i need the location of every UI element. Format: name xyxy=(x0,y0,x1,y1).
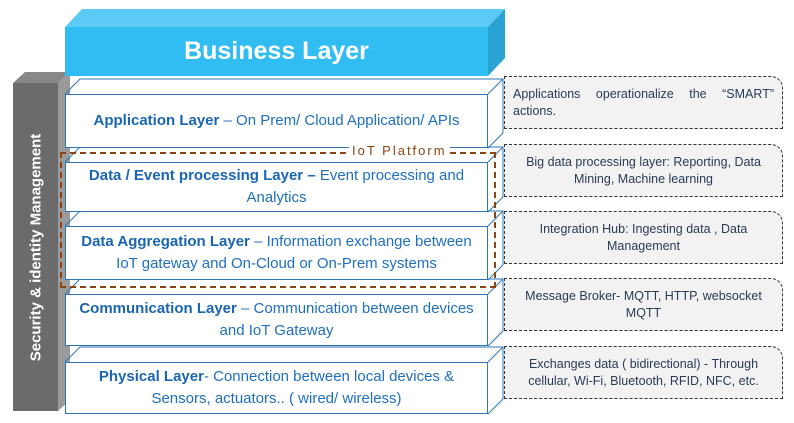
layer-title: Data / Event processing Layer – xyxy=(88,167,316,184)
data-aggregation-layer: Data Aggregation Layer – Information exc… xyxy=(65,226,488,280)
security-bar-top xyxy=(13,72,70,83)
business-layer-top xyxy=(65,9,505,27)
layer-detail: On Prem/ Cloud Application/ APIs xyxy=(236,112,460,129)
physical-layer-description: Exchanges data ( bidirectional) - Throug… xyxy=(504,346,783,399)
business-layer: Business Layer xyxy=(65,27,488,76)
physical-layer: Physical Layer- Connection between local… xyxy=(65,362,488,414)
layer-title: Data Aggregation Layer xyxy=(81,233,250,250)
iot-platform-label: IoT Platform xyxy=(349,143,450,158)
iot-platform-frame xyxy=(60,152,496,288)
business-layer-side xyxy=(488,9,505,76)
communication-description: Message Broker- MQTT, HTTP, websocket MQ… xyxy=(504,278,783,331)
layer-detail: Event processing and Analytics xyxy=(246,167,465,206)
data-processing-description: Big data processing layer: Reporting, Da… xyxy=(504,144,783,197)
layer-title: Communication Layer xyxy=(79,300,237,317)
layer-depth-corner xyxy=(487,78,504,95)
communication-layer: Communication Layer – Communication betw… xyxy=(65,294,488,346)
application-layer: Application Layer – On Prem/ Cloud Appli… xyxy=(65,94,488,148)
security-management-label: Security & identity Management xyxy=(27,133,44,361)
data-event-processing-layer: Data / Event processing Layer – Event pr… xyxy=(65,162,488,212)
layer-title: Application Layer xyxy=(93,112,220,129)
data-aggregation-description: Integration Hub: Ingesting data , Data M… xyxy=(504,211,783,264)
layer-depth-corner xyxy=(487,346,504,363)
layer-detail: Communication between devices and IoT Ga… xyxy=(219,300,474,339)
security-management-bar: Security & identity Management xyxy=(13,83,58,411)
application-layer-description: Applications operationalize the “SMART” … xyxy=(504,76,783,129)
layer-detail: Information exchange between IoT gateway… xyxy=(116,233,472,272)
layer-title: Physical Layer xyxy=(98,368,204,385)
business-layer-label: Business Layer xyxy=(184,37,369,65)
layer-detail: Connection between local devices & Senso… xyxy=(151,368,455,407)
